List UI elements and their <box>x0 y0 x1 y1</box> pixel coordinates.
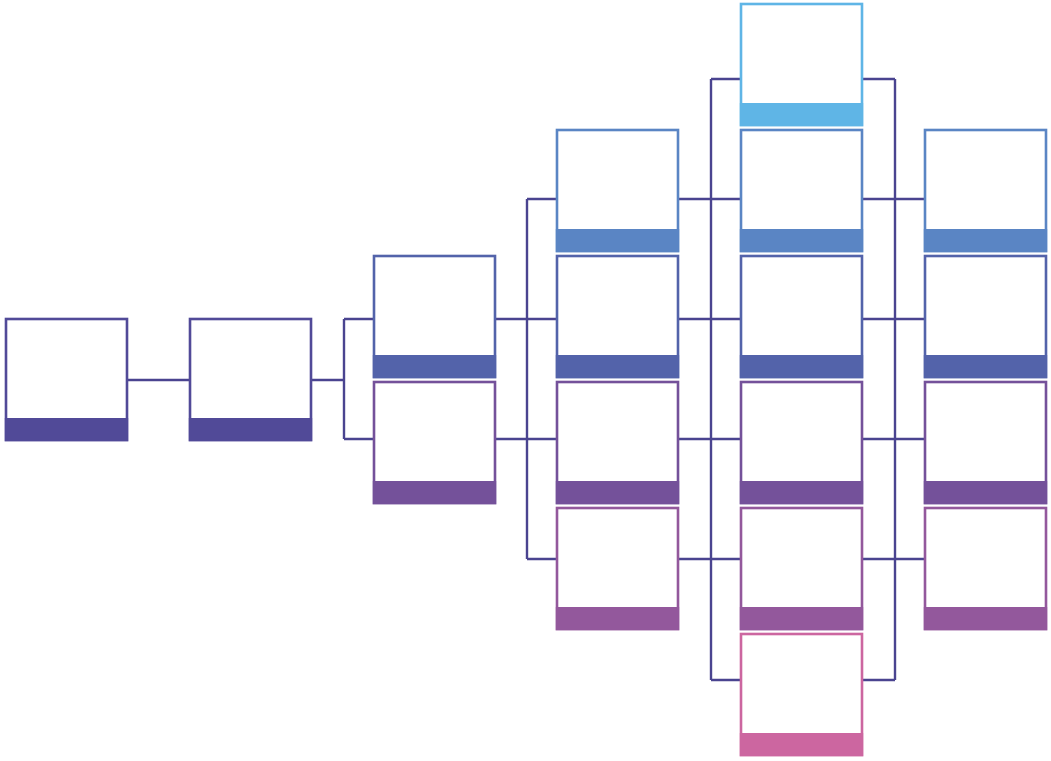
box-color-band <box>739 607 864 631</box>
box-color-band <box>188 418 313 442</box>
diagram-box <box>923 254 1048 379</box>
box-color-band <box>739 355 864 379</box>
diagram-box <box>555 380 680 505</box>
diagram-box <box>555 254 680 379</box>
box-color-band <box>555 229 680 253</box>
connector-line <box>862 77 897 682</box>
box-color-band <box>739 481 864 505</box>
connector-line <box>678 79 713 680</box>
box-color-band <box>923 229 1048 253</box>
diagram-box <box>739 254 864 379</box>
box-color-band <box>739 103 864 127</box>
diagram-box <box>372 254 497 379</box>
connector-line <box>711 77 741 682</box>
diagram-box <box>739 2 864 127</box>
diagram-box <box>739 632 864 757</box>
diagram-box <box>188 317 313 442</box>
diagram-box <box>923 506 1048 631</box>
box-color-band <box>739 229 864 253</box>
diagram-box <box>739 506 864 631</box>
box-color-band <box>923 481 1048 505</box>
diagram-box <box>923 380 1048 505</box>
box-color-band <box>555 607 680 631</box>
diagram-box <box>739 128 864 253</box>
connector-lines <box>127 77 925 682</box>
box-color-band <box>372 355 497 379</box>
diagram-box <box>372 380 497 505</box>
connector-line <box>895 197 925 561</box>
diagram-box <box>739 380 864 505</box>
diagram-box <box>555 506 680 631</box>
connector-line <box>311 317 374 441</box>
diagram-box <box>4 317 129 442</box>
diagram-boxes <box>4 2 1048 757</box>
box-color-band <box>372 481 497 505</box>
box-color-band <box>555 481 680 505</box>
box-color-band <box>923 355 1048 379</box>
box-color-band <box>4 418 129 442</box>
connector-line <box>495 197 557 561</box>
diagram-box <box>555 128 680 253</box>
diagram-box <box>923 128 1048 253</box>
box-color-band <box>739 733 864 757</box>
box-color-band <box>555 355 680 379</box>
box-color-band <box>923 607 1048 631</box>
